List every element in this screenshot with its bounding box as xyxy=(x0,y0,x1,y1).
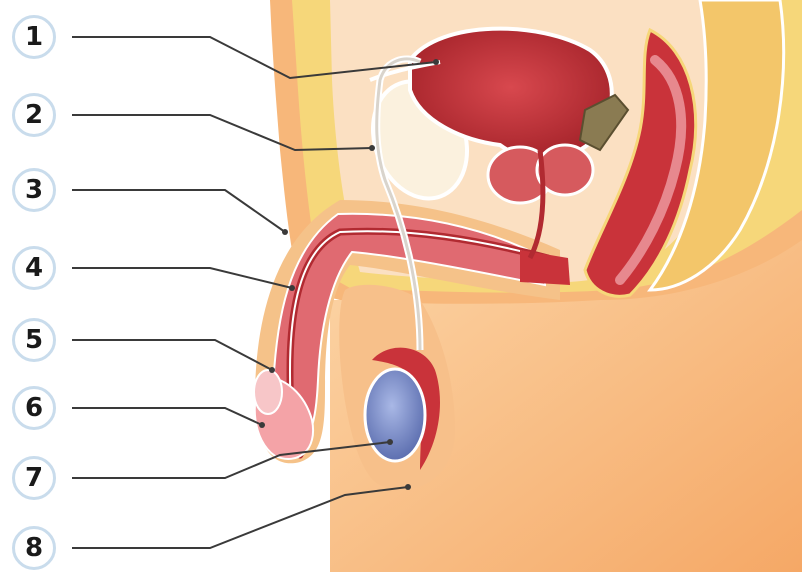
prostate-lobe xyxy=(537,145,593,195)
prepuce xyxy=(254,370,282,414)
label-badge-8: 8 xyxy=(12,526,56,570)
label-badge-2: 2 xyxy=(12,93,56,137)
leader-line-6 xyxy=(72,408,262,425)
leader-dot-8 xyxy=(405,484,411,490)
label-badge-4: 4 xyxy=(12,246,56,290)
leader-dot-6 xyxy=(259,422,265,428)
leader-line-4 xyxy=(72,268,292,288)
testis xyxy=(365,369,425,461)
leader-dot-5 xyxy=(269,367,275,373)
leader-dot-7 xyxy=(387,439,393,445)
label-badge-5: 5 xyxy=(12,318,56,362)
leader-dot-1 xyxy=(433,59,439,65)
leader-dot-4 xyxy=(289,285,295,291)
label-badge-3: 3 xyxy=(12,168,56,212)
leader-dot-2 xyxy=(369,145,375,151)
leader-line-5 xyxy=(72,340,272,370)
label-badge-1: 1 xyxy=(12,15,56,59)
leader-dot-3 xyxy=(282,229,288,235)
leader-line-3 xyxy=(72,190,285,232)
label-badge-7: 7 xyxy=(12,456,56,500)
label-badge-6: 6 xyxy=(12,386,56,430)
